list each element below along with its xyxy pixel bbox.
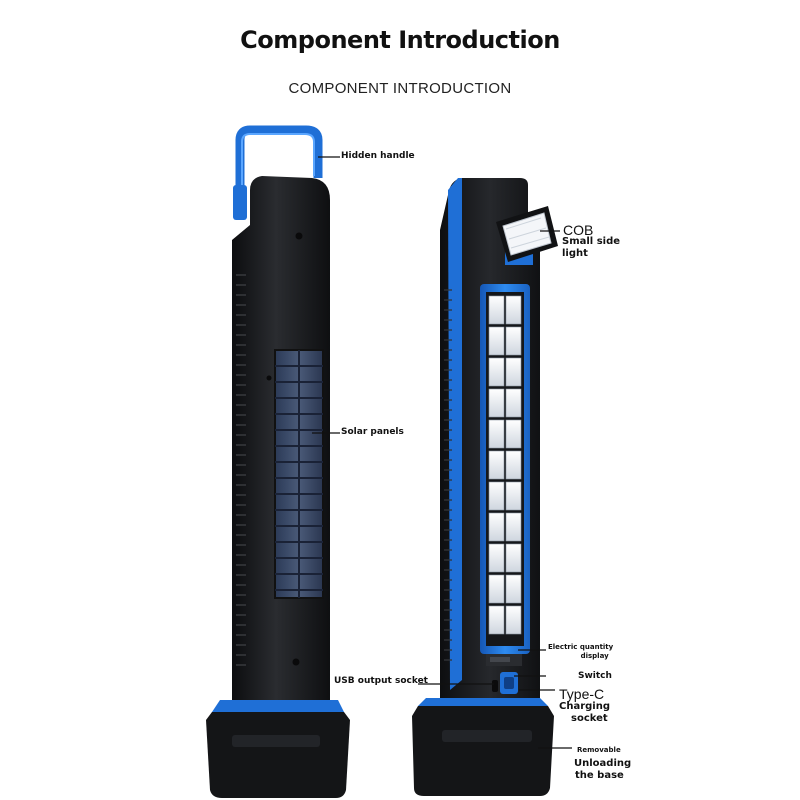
page-subtitle: COMPONENT INTRODUCTION xyxy=(288,80,512,97)
label-hidden-handle: Hidden handle xyxy=(341,151,415,161)
label-cob: COB xyxy=(563,222,594,238)
page-title: Component Introduction xyxy=(240,26,560,54)
label-type-c: Type-C xyxy=(559,686,605,702)
label-small-side-light: Small side light xyxy=(562,236,621,259)
lamp-front-view xyxy=(412,178,558,796)
label-usb-output-socket: USB output socket xyxy=(334,676,428,686)
label-unloading-the-base: Unloading the base xyxy=(574,758,632,781)
usb-port xyxy=(492,680,498,692)
leader-lines xyxy=(312,156,572,749)
handle-icon xyxy=(235,125,323,210)
label-charging-socket: Charging socket xyxy=(559,701,611,724)
cob-light-icon xyxy=(496,206,558,265)
label-removable: Removable xyxy=(577,746,621,754)
lamp-back-view xyxy=(206,125,350,798)
label-switch: Switch xyxy=(578,671,612,681)
solar-panel-icon xyxy=(274,349,324,599)
label-electric-quantity-display: Electric quantity display xyxy=(548,643,614,660)
label-solar-panels: Solar panels xyxy=(341,427,404,437)
